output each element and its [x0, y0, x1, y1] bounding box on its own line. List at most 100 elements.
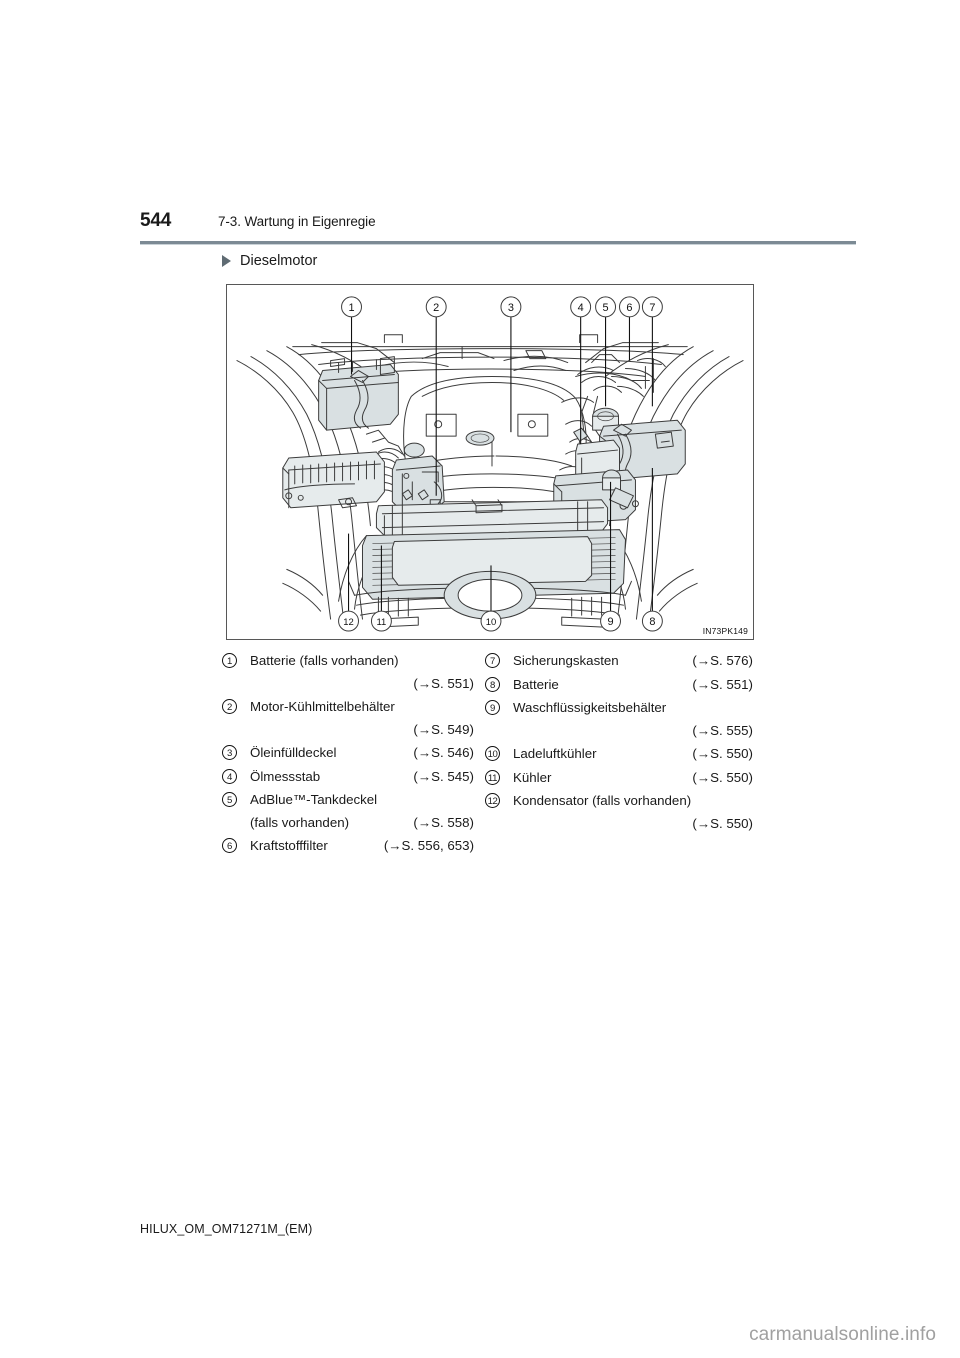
- legend-item-line: Ladeluftkühler (→S. 550): [513, 743, 753, 766]
- engine-bay-figure: .ln { fill:none; stroke:#3c3c3c; stroke-…: [226, 284, 754, 640]
- svg-text:7: 7: [649, 302, 655, 314]
- site-watermark: carmanualsonline.info: [749, 1324, 936, 1345]
- svg-text:8: 8: [649, 616, 655, 628]
- legend-item: 5 AdBlue™-Tankdeckel (falls vorhanden) (→S.…: [222, 789, 474, 834]
- legend-item-label: Batterie (falls vorhanden): [250, 653, 399, 668]
- legend-item-line: Batterie (falls vorhanden): [250, 650, 474, 673]
- legend-item-label: AdBlue™-Tankdeckel: [250, 792, 378, 807]
- page-number: 544: [140, 210, 172, 231]
- page-title: 7-3. Wartung in Eigenregie: [218, 214, 376, 229]
- legend-item-label: Kühler: [513, 769, 552, 785]
- legend-page-reference[interactable]: (→S. 546): [413, 745, 474, 760]
- legend-number-badge: 12: [485, 793, 500, 808]
- legend-item: 12 Kondensator (falls vorhanden)(→S. 550): [485, 790, 753, 835]
- legend-page-reference[interactable]: (→S. 551): [692, 676, 753, 692]
- legend-item-line: Kraftstofffilter (→S. 556, 653): [250, 835, 474, 858]
- legend-item-body: Waschflüssigkeitsbehälter (→S. 555): [513, 697, 753, 742]
- legend-item-body: Kraftstofffilter (→S. 556, 653): [250, 835, 474, 858]
- legend-item: 2 Motor-Kühlmittelbehälter (→S. 549): [222, 696, 474, 741]
- svg-text:9: 9: [607, 616, 613, 628]
- svg-text:1: 1: [348, 302, 354, 314]
- legend-item-body: Kondensator (falls vorhanden)(→S. 550): [513, 790, 753, 835]
- legend-column-right: 7 Sicherungskasten (→S. 576) 8 Batterie (→S. …: [485, 650, 753, 836]
- legend-column-left: 1 Batterie (falls vorhanden) (→S. 551) 2 Mot…: [222, 650, 474, 859]
- section-heading: Dieselmotor: [222, 253, 317, 269]
- document-code: HILUX_OM_OM71271M_(EM): [140, 1222, 313, 1236]
- legend-item-label: Kraftstofffilter: [250, 838, 328, 853]
- legend-item-label: Waschflüssigkeitsbehälter: [513, 700, 667, 715]
- legend-number-badge: 3: [222, 745, 237, 760]
- legend-item-body: Batterie (falls vorhanden) (→S. 551): [250, 650, 474, 695]
- legend-item-body: Motor-Kühlmittelbehälter (→S. 549): [250, 696, 474, 741]
- legend-item-body: Kühler (→S. 550): [513, 767, 753, 790]
- svg-text:3: 3: [508, 302, 514, 314]
- legend-item-line: Kühler (→S. 550): [513, 767, 753, 790]
- legend-page-reference[interactable]: (→S. 549): [413, 721, 474, 737]
- legend-item-line: Batterie (→S. 551): [513, 674, 753, 697]
- legend-number-badge: 9: [485, 700, 500, 715]
- legend-item-line: (falls vorhanden) (→S. 558): [250, 812, 474, 835]
- legend-item-line: (→S. 550): [513, 813, 753, 836]
- svg-text:4: 4: [578, 302, 584, 314]
- legend-page-reference[interactable]: (→S. 550): [692, 769, 753, 785]
- header-divider: [140, 241, 856, 245]
- legend-item-label: Ladeluftkühler: [513, 746, 597, 761]
- callout-leaders-bottom: [347, 467, 653, 614]
- legend-item-label: Motor-Kühlmittelbehälter: [250, 699, 395, 714]
- legend-item-line: Ölmessstab(→S. 545): [250, 766, 474, 789]
- legend-item-label: Öleinfülldeckel: [250, 745, 337, 760]
- legend-item-body: Batterie (→S. 551): [513, 674, 753, 697]
- legend-item: 9 Waschflüssigkeitsbehälter (→S. 555): [485, 697, 753, 742]
- legend-page-reference[interactable]: (→S. 545): [413, 768, 474, 784]
- legend-item-line: Waschflüssigkeitsbehälter: [513, 697, 753, 720]
- legend-item: 1 Batterie (falls vorhanden) (→S. 551): [222, 650, 474, 695]
- legend-number-badge: 2: [222, 699, 237, 714]
- legend-item-body: Ölmessstab(→S. 545): [250, 766, 474, 789]
- legend-number-badge: 8: [485, 676, 500, 692]
- legend-number-badge: 10: [485, 746, 500, 761]
- legend-item-line: Kondensator (falls vorhanden): [513, 790, 753, 813]
- engine-bay-illustration: .ln { fill:none; stroke:#3c3c3c; stroke-…: [236, 296, 744, 632]
- legend-page-reference[interactable]: (→S. 550): [692, 815, 753, 831]
- svg-text:12: 12: [343, 617, 354, 628]
- figure-id-label: IN73PK149: [702, 626, 748, 636]
- legend-item-line: (→S. 555): [513, 720, 753, 743]
- legend-item-line: AdBlue™-Tankdeckel: [250, 789, 474, 812]
- legend-number-badge: 5: [222, 792, 237, 807]
- legend-page-reference[interactable]: (→S. 550): [692, 746, 753, 761]
- legend-item-label: Batterie: [513, 676, 559, 692]
- legend-page-reference[interactable]: (→S. 558): [413, 814, 474, 830]
- triangle-right-icon: [222, 255, 231, 267]
- legend-item-body: Öleinfülldeckel (→S. 546): [250, 742, 474, 765]
- legend-page-reference[interactable]: (→S. 576): [692, 653, 753, 668]
- legend-page-reference[interactable]: (→S. 555): [692, 722, 753, 738]
- svg-text:11: 11: [377, 617, 387, 628]
- svg-text:6: 6: [626, 302, 632, 314]
- callout-markers: 1 2 3 4 5 6 7 12 11 10 9 8: [338, 296, 663, 632]
- svg-text:10: 10: [486, 617, 497, 628]
- legend-number-badge: 7: [485, 653, 500, 668]
- svg-text:5: 5: [603, 302, 609, 314]
- legend-item-label: Sicherungskasten: [513, 653, 619, 668]
- legend-item-line: Motor-Kühlmittelbehälter: [250, 696, 474, 719]
- legend-page-reference[interactable]: (→S. 556, 653): [383, 838, 474, 853]
- legend-item-label: Kondensator (falls vorhanden): [513, 793, 692, 808]
- page-header: 544 7-3. Wartung in Eigenregie: [140, 210, 860, 240]
- legend-item-line: (→S. 551): [250, 673, 474, 696]
- legend-number-badge: 1: [222, 653, 237, 668]
- legend-item-line: (→S. 549): [250, 719, 474, 742]
- svg-text:2: 2: [433, 302, 439, 314]
- legend-item: 11 Kühler (→S. 550): [485, 767, 753, 790]
- callout-leaders-top: [350, 312, 653, 496]
- legend-item-label: (falls vorhanden): [250, 814, 350, 830]
- legend-item: 10 Ladeluftkühler (→S. 550): [485, 743, 753, 766]
- section-heading-label: Dieselmotor: [240, 253, 318, 269]
- legend-item: 3 Öleinfülldeckel (→S. 546): [222, 742, 474, 765]
- legend-item: 8 Batterie (→S. 551): [485, 674, 753, 697]
- legend-number-badge: 11: [485, 769, 500, 785]
- legend-item-body: Sicherungskasten (→S. 576): [513, 650, 753, 673]
- legend-item-body: Ladeluftkühler (→S. 550): [513, 743, 753, 766]
- legend-number-badge: 4: [222, 768, 237, 784]
- legend-page-reference[interactable]: (→S. 551): [413, 675, 474, 691]
